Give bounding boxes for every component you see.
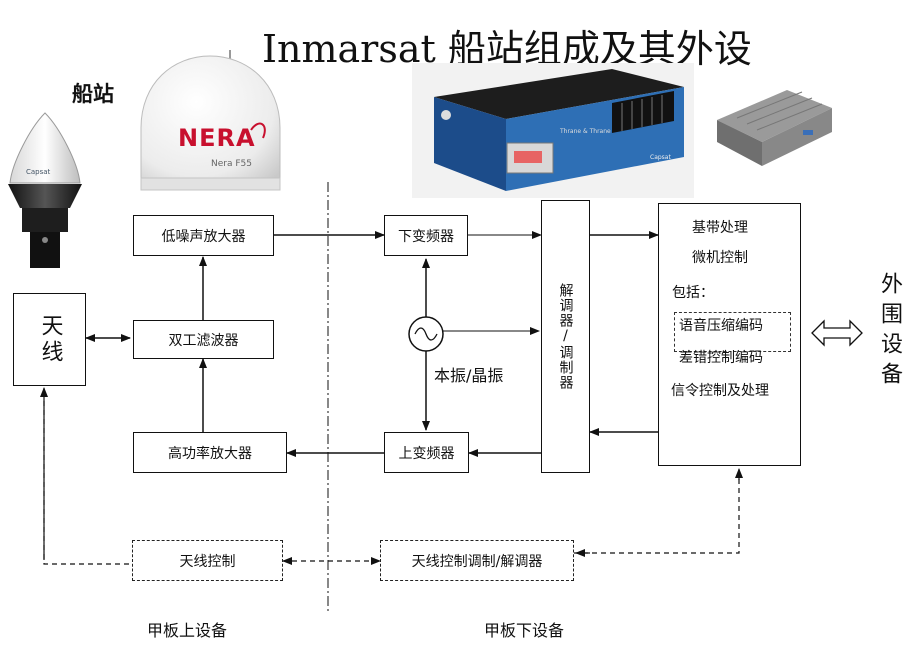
oscillator-label: 本振/晶振 <box>434 366 504 385</box>
baseband-line2: 微机控制 <box>692 250 748 266</box>
lna-block: 低噪声放大器 <box>133 215 274 256</box>
antenna-label: 天线 <box>37 313 63 366</box>
antenna-control-label: 天线控制 <box>179 553 236 570</box>
small-antenna-brand: Capsat <box>26 168 51 176</box>
baseband-block: 基带处理 微机控制 包括： 语音压缩编码 差错控制编码 信令控制及处理 <box>658 203 801 466</box>
duplexer-label: 双工滤波器 <box>168 332 239 349</box>
lna-label: 低噪声放大器 <box>161 228 246 245</box>
upconverter-label: 上变频器 <box>398 445 455 462</box>
dome-model: Nera F55 <box>211 159 252 169</box>
baseband-line5: 差错控制编码 <box>679 350 763 366</box>
baseband-line6: 信令控制及处理 <box>671 383 769 399</box>
baseband-coding-frame <box>674 312 791 352</box>
downconverter-label: 下变频器 <box>398 228 454 245</box>
terminal-brand: Capsat <box>650 154 671 161</box>
antenna-control-modem-block: 天线控制调制/解调器 <box>380 540 574 581</box>
antenna-control-block: 天线控制 <box>132 540 283 581</box>
modem-label: 解调器/调制器 <box>557 283 574 390</box>
external-devices-arrow <box>811 319 863 347</box>
downconverter-block: 下变频器 <box>384 215 468 256</box>
hpa-block: 高功率放大器 <box>133 432 287 473</box>
antenna-block: 天线 <box>13 293 86 386</box>
upconverter-block: 上变频器 <box>384 432 469 473</box>
baseband-control-line <box>574 475 740 554</box>
external-devices-label: 外围设备 <box>877 272 902 392</box>
above-deck-label: 甲板上设备 <box>147 621 228 640</box>
terminal-label: Thrane & Thrane <box>559 128 611 135</box>
interface-box-image <box>717 90 832 166</box>
duplexer-block: 双工滤波器 <box>133 320 274 359</box>
below-deck-label: 甲板下设备 <box>484 621 565 640</box>
antenna-control-line <box>43 392 132 565</box>
baseband-line1: 基带处理 <box>692 220 748 236</box>
hpa-label: 高功率放大器 <box>168 445 252 462</box>
dome-brand: NERA <box>178 124 256 152</box>
ship-station-label: 船站 <box>72 81 114 106</box>
baseband-line3: 包括： <box>672 285 714 301</box>
antenna-control-modem-label: 天线控制调制/解调器 <box>411 553 543 570</box>
modem-block: 解调器/调制器 <box>541 200 590 473</box>
small-antenna-image: Capsat <box>8 112 82 268</box>
baseband-line4: 语音压缩编码 <box>679 318 763 334</box>
nera-dome-image: NERA Nera F55 <box>140 50 281 191</box>
terminal-unit-image: Thrane & Thrane Capsat <box>412 63 694 198</box>
